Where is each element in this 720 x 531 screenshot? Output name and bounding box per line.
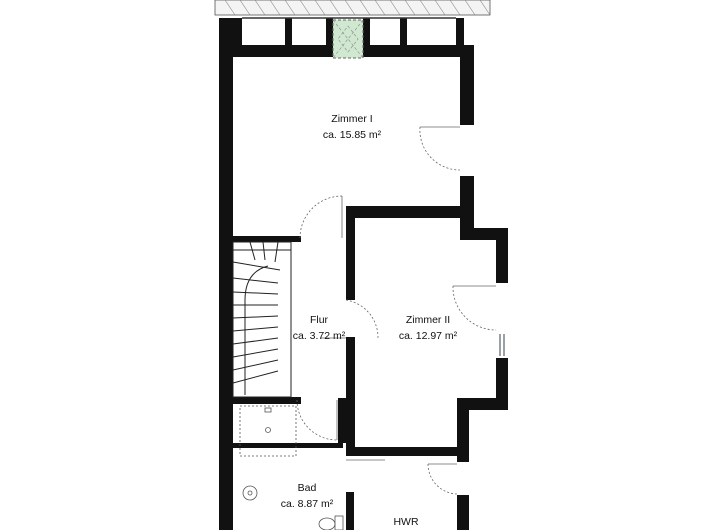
room-bad: Bad ca. 8.87 m²	[281, 481, 334, 513]
right-walls	[457, 45, 508, 530]
roof-edge	[214, 0, 491, 16]
top-wall	[219, 17, 474, 57]
room-hwr: HWR	[393, 515, 418, 531]
room-name: Bad	[297, 482, 317, 494]
room-name: HWR	[393, 516, 419, 528]
room-name: Zimmer II	[405, 314, 451, 326]
room-name: Zimmer I	[331, 113, 373, 125]
room-flur: Flur ca. 3.72 m²	[293, 313, 346, 345]
room-name: Flur	[309, 314, 329, 326]
exterior-wall-left	[219, 18, 233, 530]
doors	[296, 126, 497, 495]
room-zimmer-i: Zimmer I ca. 15.85 m²	[323, 112, 381, 144]
staircase	[232, 241, 292, 398]
room-area: ca. 15.85 m²	[322, 128, 382, 141]
windows	[499, 334, 505, 356]
room-area: ca. 3.72 m²	[292, 329, 346, 342]
room-area: ca. 8.87 m²	[280, 497, 334, 510]
room-zimmer-ii: Zimmer II ca. 12.97 m²	[399, 313, 457, 345]
zimmer-ii-walls	[346, 206, 470, 456]
room-area: ca. 12.97 m²	[398, 329, 458, 342]
skylight	[332, 19, 364, 59]
bath-fixtures	[239, 405, 344, 530]
